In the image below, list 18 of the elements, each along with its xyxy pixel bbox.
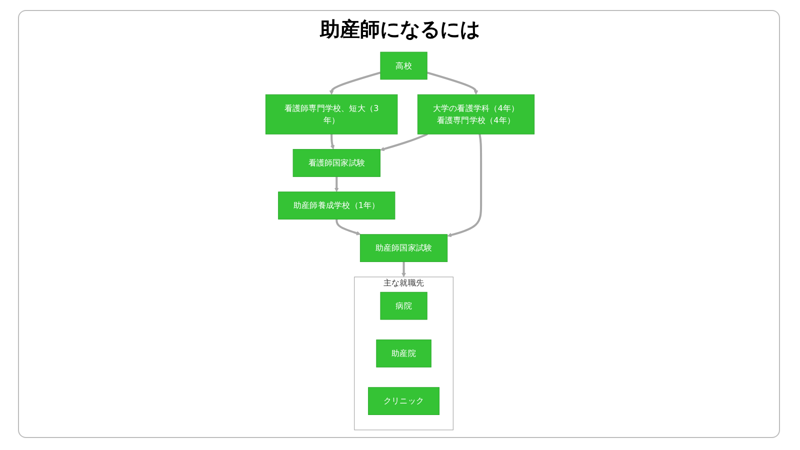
node-box: 助産師養成学校（1年） <box>278 192 396 220</box>
node-box: 看護師国家試験 <box>292 149 380 177</box>
arrow <box>402 262 406 278</box>
node-box: 高校 <box>380 52 428 80</box>
arrow <box>380 133 428 152</box>
node-box: 病院 <box>380 292 428 320</box>
node-box: 助産院 <box>376 340 432 368</box>
diagram-title: 助産師になるには <box>318 16 481 43</box>
node-box: クリニック <box>368 387 440 415</box>
arrow <box>330 134 335 150</box>
node-box: 看護師専門学校、短大（3年） <box>265 94 398 134</box>
node-box: 大学の看護学科（4年） 看護専門学校（4年） <box>417 94 535 134</box>
arrow <box>447 134 482 238</box>
node-box: 助産師国家試験 <box>360 234 448 262</box>
arrow <box>329 72 381 95</box>
arrow <box>336 219 361 236</box>
arrow <box>334 176 339 192</box>
arrow <box>426 72 478 95</box>
